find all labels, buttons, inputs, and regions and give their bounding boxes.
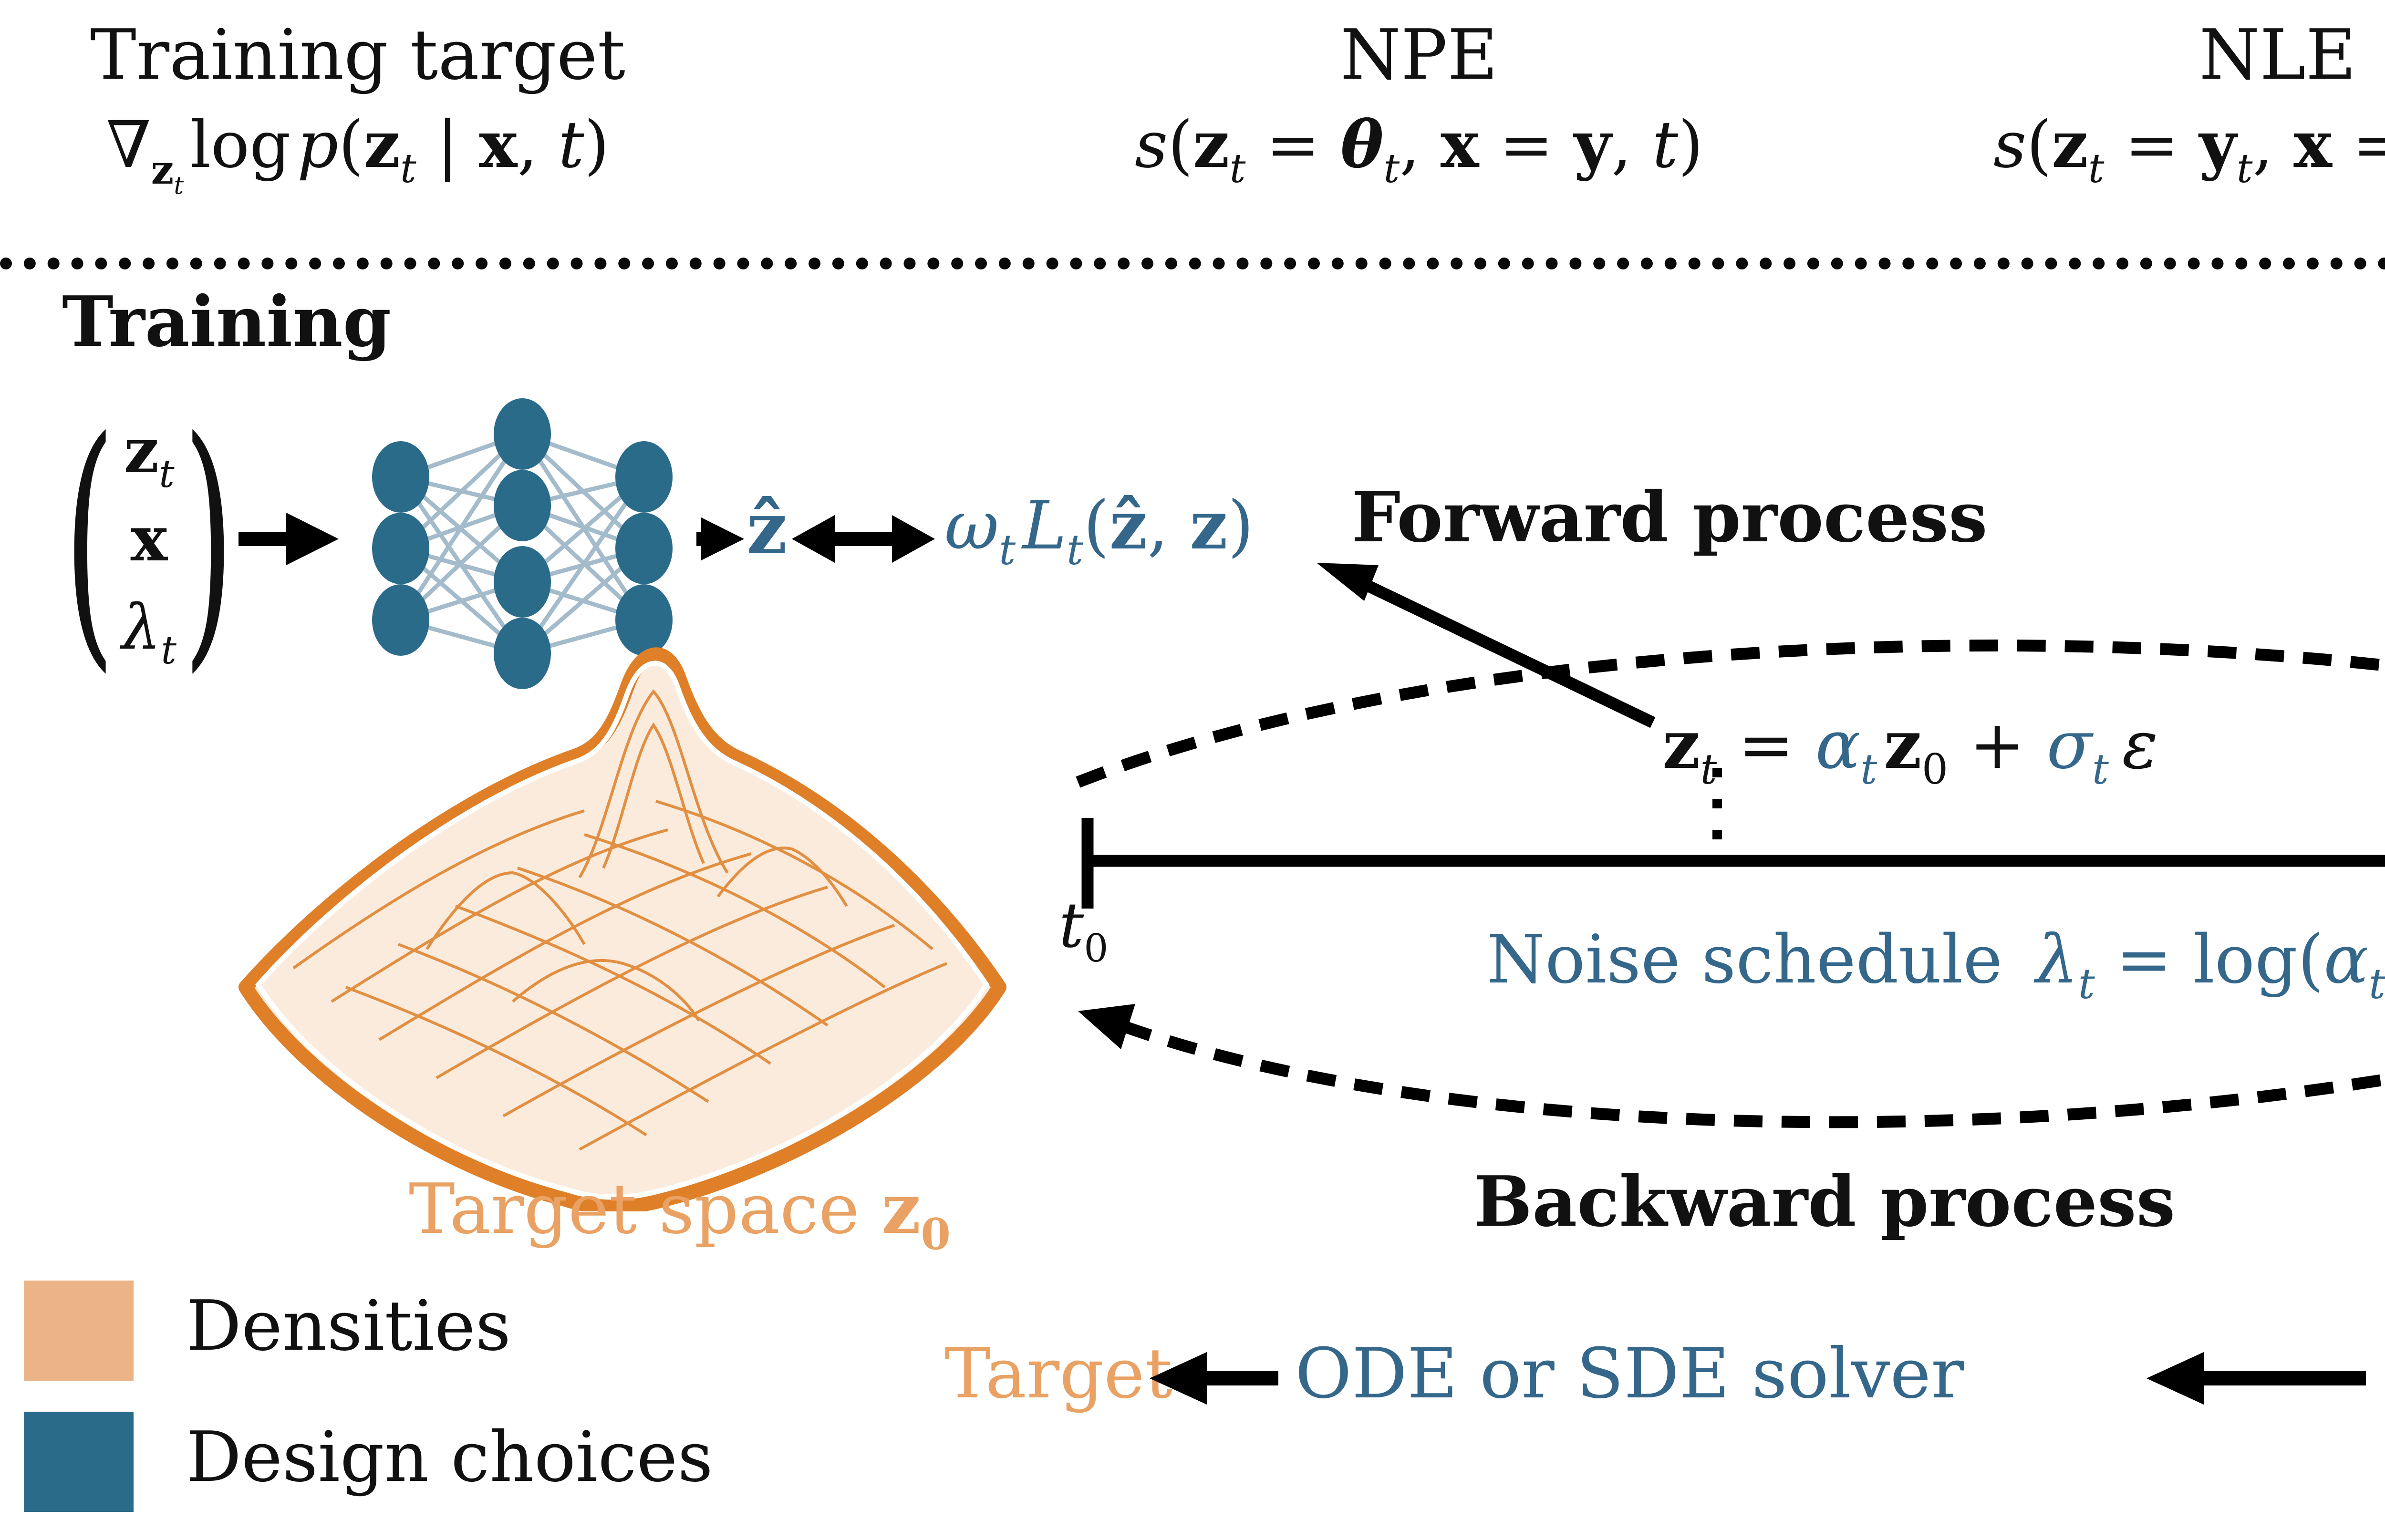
loss-term: ωt Lt(ẑ, z) bbox=[944, 486, 1254, 576]
target-density-surface bbox=[238, 647, 1006, 1211]
header-col-npe: NPE s(zt = θt, x = y, t) bbox=[1026, 14, 1813, 193]
nle-label: NLE bbox=[2199, 14, 2356, 95]
forward-process-label: Forward process bbox=[1351, 477, 1988, 558]
legend-swatch-design-choices bbox=[24, 1412, 134, 1512]
noise-schedule-label: Noise schedule λt = log(αt/σt) bbox=[1486, 920, 2385, 1010]
npe-label: NPE bbox=[1340, 14, 1498, 95]
vector-row-x: x bbox=[130, 506, 168, 577]
inference-target-output: Target bbox=[944, 1333, 1173, 1414]
arrow-training-nn-to-prediction bbox=[696, 517, 744, 560]
prediction-zhat: ẑ bbox=[747, 489, 788, 572]
target-density-inner-line bbox=[255, 661, 990, 1199]
right-paren: ) bbox=[183, 383, 235, 696]
header-col-nle: NLE s(zt = yt, x = θ, t) bbox=[1884, 14, 2385, 193]
target-density-wireframe bbox=[292, 689, 948, 1151]
nn-nodes bbox=[372, 398, 673, 689]
solver-label: ODE or SDE solver bbox=[1295, 1333, 1964, 1414]
timeline-axis bbox=[1081, 818, 2385, 909]
training-target-formula: ∇zt log p(zt | x, t) bbox=[106, 111, 610, 201]
dotted-divider bbox=[0, 258, 2385, 269]
training-label: Training bbox=[62, 281, 392, 362]
arrow-inference-nn-to-solver bbox=[2146, 1352, 2366, 1405]
header-col-training-target: Training target ∇zt log p(zt | x, t) bbox=[0, 14, 716, 201]
training-input-vector: ( zt x λt ) bbox=[43, 391, 255, 690]
left-paren: ( bbox=[63, 383, 115, 696]
t0-label: t0 bbox=[1059, 892, 1109, 971]
target-density-silhouette bbox=[238, 647, 1006, 1211]
npe-formula: s(zt = θt, x = y, t) bbox=[1134, 111, 1703, 193]
training-neural-network-icon bbox=[372, 398, 673, 689]
vector-row-zt: zt bbox=[124, 417, 175, 496]
legend-swatch-densities bbox=[24, 1281, 134, 1381]
training-target-label: Training target bbox=[90, 14, 625, 95]
forward-equation: zt = αt z0 + σt ε bbox=[1662, 706, 2158, 796]
target-space-label: Target space z0 bbox=[409, 1168, 951, 1261]
backward-process-label: Backward process bbox=[1473, 1161, 2176, 1242]
legend-label-densities: Densities bbox=[186, 1285, 511, 1366]
legend-label-design-choices: Design choices bbox=[186, 1416, 713, 1498]
nle-formula: s(zt = yt, x = θ, t) bbox=[1993, 111, 2385, 193]
vector-row-lambda: λt bbox=[122, 594, 176, 673]
double-arrow-prediction-loss bbox=[792, 515, 935, 563]
arrow-equation-to-loss bbox=[1317, 563, 1656, 728]
